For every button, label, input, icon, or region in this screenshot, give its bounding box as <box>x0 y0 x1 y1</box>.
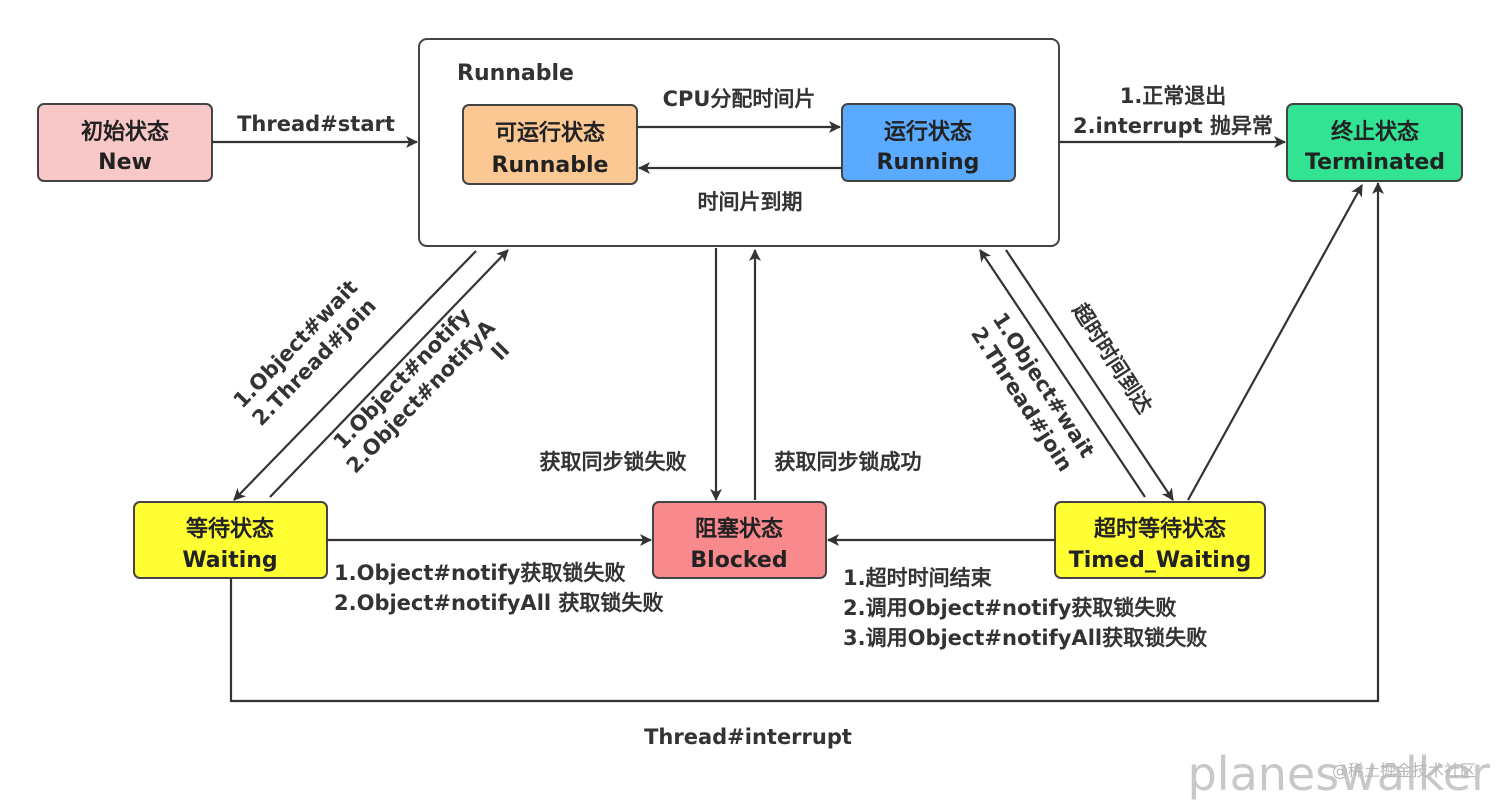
state-new-sub: New <box>98 150 152 175</box>
edge-timed-waiting-to-runnable <box>979 249 1146 498</box>
edge-timed-waiting-to-terminated <box>1187 184 1363 501</box>
label-lock-ok: 获取同步锁成功 <box>775 450 922 474</box>
label-w2b-2: 2.Object#notifyAll 获取锁失败 <box>334 591 663 615</box>
label-exit-1: 1.正常退出 <box>1120 84 1227 108</box>
state-terminated[interactable]: 终止状态 Terminated <box>1286 103 1463 182</box>
state-timed-waiting[interactable]: 超时等待状态 Timed_Waiting <box>1054 501 1266 579</box>
label-tw2b-1: 1.超时时间结束 <box>843 566 993 590</box>
watermark-juejin: @稀土掘金技术社区 <box>1332 761 1476 780</box>
state-new[interactable]: 初始状态 New <box>37 103 213 182</box>
label-tw2b-3: 3.调用Object#notifyAll获取锁失败 <box>843 626 1207 650</box>
state-waiting-sub: Waiting <box>182 548 277 573</box>
state-ready[interactable]: 可运行状态 Runnable <box>462 104 638 185</box>
edge-runnable-to-waiting <box>233 250 477 501</box>
state-blocked[interactable]: 阻塞状态 Blocked <box>652 501 827 579</box>
state-waiting-title: 等待状态 <box>186 516 274 542</box>
state-waiting[interactable]: 等待状态 Waiting <box>133 501 328 579</box>
state-ready-title: 可运行状态 <box>495 120 605 146</box>
state-running[interactable]: 运行状态 Running <box>841 103 1016 182</box>
state-running-title: 运行状态 <box>884 119 972 145</box>
state-terminated-sub: Terminated <box>1305 150 1445 175</box>
state-timed-waiting-sub: Timed_Waiting <box>1069 548 1251 573</box>
edge-waiting-to-terminated <box>229 182 1384 703</box>
state-timed-waiting-title: 超时等待状态 <box>1094 516 1226 542</box>
edge-waiting-to-runnable <box>269 249 509 498</box>
edge-runnable-to-timed-waiting <box>1005 249 1174 501</box>
watermark-planeswalker: planeswalker <box>1188 747 1490 801</box>
label-notify-3: ll <box>487 338 514 365</box>
label-w2b-1: 1.Object#notify获取锁失败 <box>334 561 625 585</box>
edges <box>212 121 1384 703</box>
watermark: planeswalker @稀土掘金技术社区 <box>1188 747 1490 801</box>
state-new-title: 初始状态 <box>81 119 169 145</box>
label-twait-group: 1.Object#wait 2.Thread#join <box>966 308 1099 476</box>
label-tw2b-2: 2.调用Object#notify获取锁失败 <box>843 596 1176 620</box>
label-start: Thread#start <box>237 112 395 136</box>
label-timeslice: 时间片到期 <box>698 190 803 214</box>
label-interrupt: Thread#interrupt <box>644 725 852 749</box>
state-blocked-title: 阻塞状态 <box>695 516 783 542</box>
state-terminated-title: 终止状态 <box>1331 119 1419 145</box>
label-exit-2: 2.interrupt 抛异常 <box>1073 114 1273 138</box>
state-running-sub: Running <box>877 150 980 175</box>
runnable-group-title: Runnable <box>457 61 574 86</box>
state-blocked-sub: Blocked <box>690 548 787 573</box>
label-cpu: CPU分配时间片 <box>663 87 816 111</box>
state-ready-sub: Runnable <box>492 153 609 178</box>
label-lock-fail: 获取同步锁失败 <box>540 450 687 474</box>
